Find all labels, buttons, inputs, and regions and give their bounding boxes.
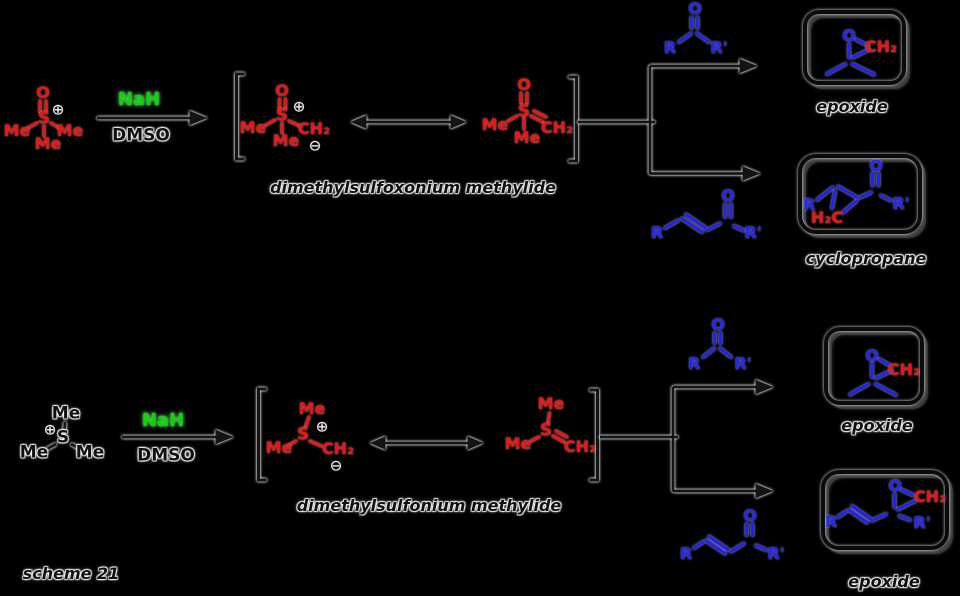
- plus-charge: ⊕: [51, 100, 65, 119]
- atom-label-me: Me: [272, 131, 300, 150]
- sulfoxonium-ylide-resonance-bonds: [506, 91, 548, 131]
- atom-label-ch2: CH₂: [864, 37, 898, 56]
- substituent-r-prime: R': [734, 354, 752, 373]
- resonance-arrow-bottom: [369, 436, 484, 450]
- sulfoxonium-ylide-bonds: [264, 97, 302, 135]
- epoxide-product-box-middle: [824, 327, 924, 405]
- substituent-r: R: [687, 354, 701, 373]
- atom-label-o: O: [743, 506, 757, 525]
- bracket-open-top: [235, 72, 245, 161]
- enone-substrate-top-bonds: [663, 202, 746, 234]
- substituent-r-prime: R': [767, 544, 785, 563]
- atom-label-s: S: [539, 420, 553, 441]
- substituent-r: R: [802, 195, 816, 214]
- intermediate-name-sulfoxonium: dimethylsulfoxonium methylide: [270, 178, 556, 197]
- substituent-r: R: [663, 38, 677, 57]
- atom-label-me: Me: [504, 434, 532, 453]
- epoxide-product-middle-bonds: [848, 357, 898, 397]
- atom-label-me: Me: [537, 394, 565, 413]
- vinyl-epoxide-product-box: [821, 470, 949, 550]
- minus-charge: ⊖: [308, 136, 322, 155]
- reaction-arrow-bottom: [122, 429, 234, 445]
- cyclopropane-product-bonds: [815, 171, 893, 215]
- reagent-nah-bottom: NaH: [141, 410, 185, 431]
- product-label-epoxide-top: epoxide: [816, 97, 888, 116]
- atom-label-me: Me: [51, 403, 81, 424]
- atom-label-o: O: [275, 81, 289, 100]
- atom-label-o: O: [865, 346, 879, 365]
- product-label-cyclopropane: cyclopropane: [805, 249, 927, 268]
- substituent-r-prime: R': [710, 38, 728, 57]
- reagent-nah-top: NaH: [117, 89, 161, 110]
- atom-label-o: O: [711, 315, 725, 334]
- atom-label-o: O: [721, 186, 735, 205]
- atom-label-me: Me: [298, 399, 326, 418]
- atom-label-ch2: CH₂: [913, 487, 947, 506]
- atom-label-h2c: H₂C: [810, 208, 844, 227]
- ketone-substrate-bottom-bonds: [701, 331, 733, 359]
- atom-label-o: O: [36, 83, 50, 102]
- substituent-r-prime: R': [744, 223, 762, 242]
- atom-label-me: Me: [265, 438, 293, 457]
- atom-label-ch2: CH₂: [887, 360, 921, 379]
- minus-charge: ⊖: [329, 456, 343, 475]
- atom-label-me: Me: [34, 134, 62, 153]
- atom-label-me: Me: [19, 442, 49, 463]
- atom-label-me: Me: [75, 442, 105, 463]
- atom-label-o: O: [842, 26, 856, 45]
- substituent-r-prime: R': [892, 194, 910, 213]
- substituent-r: R: [679, 544, 693, 563]
- atom-label-me: Me: [513, 128, 541, 147]
- atom-label-me: Me: [3, 121, 31, 140]
- vinyl-epoxide-product-bonds: [836, 487, 917, 525]
- product-label-epoxide-middle: epoxide: [841, 416, 913, 435]
- epoxide-product-box-top: [803, 10, 906, 85]
- atom-label-s: S: [517, 101, 531, 122]
- atom-label-ch2: CH₂: [321, 439, 355, 458]
- substituent-r-prime: R': [913, 513, 931, 532]
- atom-label-s: S: [296, 424, 310, 445]
- intermediate-name-sulfonium: dimethylsulfonium methylide: [296, 496, 562, 515]
- atom-label-ch2: CH₂: [297, 119, 331, 138]
- solvent-dmso-top: DMSO: [112, 125, 170, 146]
- substituent-r: R: [650, 223, 664, 242]
- sulfonium-ylide-resonance-bonds: [529, 411, 569, 444]
- reaction-arrow-top: [97, 110, 208, 126]
- ketone-substrate-top-bonds: [677, 15, 711, 44]
- atom-label-me: Me: [56, 121, 84, 140]
- atom-label-o: O: [517, 75, 531, 94]
- product-label-epoxide-bottom: epoxide: [848, 572, 920, 591]
- bracket-open-bottom: [257, 387, 267, 482]
- epoxide-product-top-bonds: [825, 37, 876, 77]
- plus-charge: ⊕: [292, 97, 306, 116]
- atom-label-ch2: CH₂: [540, 118, 574, 137]
- atom-label-s: S: [56, 427, 70, 448]
- scheme-caption: scheme 21: [22, 564, 120, 583]
- cyclopropane-product-box: [798, 154, 922, 234]
- branch-arrows-top: [578, 58, 761, 181]
- bracket-close-top: [568, 75, 578, 163]
- atom-label-me: Me: [481, 115, 509, 134]
- atom-label-o: O: [869, 156, 883, 175]
- solvent-dmso-bottom: DMSO: [137, 445, 195, 466]
- sulfonium-salt-bonds: [46, 421, 81, 451]
- enone-substrate-bottom-bonds: [692, 522, 768, 556]
- sulfoxonium-salt-bonds: [26, 99, 61, 138]
- atom-label-o: O: [888, 476, 902, 495]
- atom-label-ch2: CH₂: [563, 437, 597, 456]
- atom-label-s: S: [37, 108, 51, 129]
- resonance-arrow-top: [350, 115, 467, 129]
- plus-charge: ⊕: [315, 417, 329, 436]
- atom-label-me: Me: [239, 118, 267, 137]
- branch-arrows-bottom: [600, 379, 774, 499]
- plus-charge: ⊕: [43, 420, 57, 439]
- substituent-r: R: [824, 512, 838, 531]
- sulfonium-ylide-bonds: [287, 415, 323, 448]
- atom-label-o: O: [688, 0, 702, 18]
- atom-label-s: S: [275, 105, 289, 126]
- bracket-close-bottom: [589, 388, 599, 482]
